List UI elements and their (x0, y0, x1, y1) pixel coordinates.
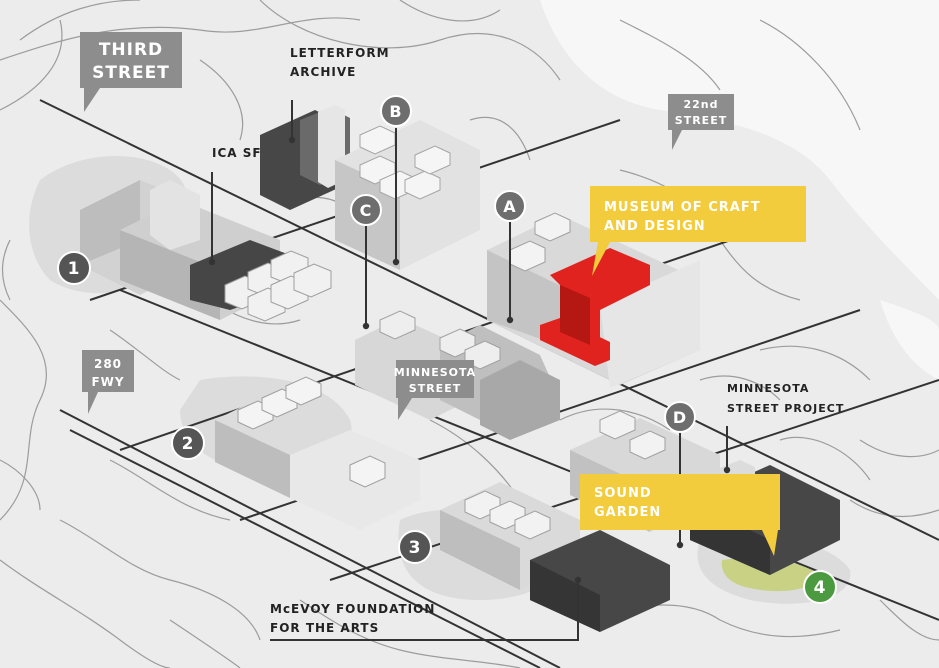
marker-2[interactable]: 2 (171, 426, 205, 460)
msp-line2: STREET PROJECT (727, 402, 844, 415)
280-fwy-line2: FWY (91, 375, 124, 389)
sign-22nd-street: 22nd STREET (668, 94, 734, 150)
sound-garden-line1: SOUND (594, 486, 652, 501)
marker-1-label: 1 (68, 259, 81, 279)
marker-3-label: 3 (409, 538, 422, 558)
sign-third-street: THIRD STREET (80, 32, 182, 112)
marker-c[interactable]: C (350, 194, 382, 226)
callout-sound-garden[interactable]: SOUND GARDEN (580, 474, 780, 556)
letterform-line1: LETTERFORM (290, 46, 390, 60)
22nd-street-line1: 22nd (683, 98, 718, 111)
marker-d-label: D (673, 408, 687, 427)
marker-b-label: B (389, 102, 402, 121)
minnesota-street-line1: MINNESOTA (394, 366, 476, 379)
msp-line1: MINNESOTA (727, 382, 809, 395)
mcevoy-line2: FOR THE ARTS (270, 621, 379, 635)
marker-4[interactable]: 4 (803, 570, 837, 604)
mcevoy-line1: McEVOY FOUNDATION (270, 602, 435, 616)
ica-sf-label: ICA SF (212, 146, 262, 160)
museum-line1: MUSEUM OF CRAFT (604, 200, 761, 215)
buildings (80, 105, 840, 632)
22nd-street-line2: STREET (675, 114, 727, 127)
marker-b[interactable]: B (380, 95, 412, 127)
minnesota-street-line2: STREET (409, 382, 461, 395)
sign-minnesota-street: MINNESOTA STREET (394, 360, 476, 420)
callout-museum[interactable]: MUSEUM OF CRAFT AND DESIGN (590, 186, 806, 276)
sound-garden-line2: GARDEN (594, 505, 661, 520)
280-fwy-line1: 280 (94, 357, 122, 371)
leader-lines (208, 100, 731, 641)
museum-line2: AND DESIGN (604, 219, 706, 234)
marker-3[interactable]: 3 (398, 530, 432, 564)
marker-4-label: 4 (814, 578, 827, 598)
marker-d[interactable]: D (664, 401, 696, 433)
marker-2-label: 2 (182, 434, 195, 454)
marker-a[interactable]: A (494, 190, 526, 222)
marker-c-label: C (360, 201, 373, 220)
third-street-line2: STREET (92, 63, 170, 83)
letterform-line2: ARCHIVE (290, 65, 356, 79)
sign-280-fwy: 280 FWY (82, 350, 134, 414)
garden-area (721, 558, 820, 592)
third-street-line1: THIRD (99, 40, 163, 60)
marker-1[interactable]: 1 (57, 251, 91, 285)
marker-a-label: A (503, 197, 516, 216)
